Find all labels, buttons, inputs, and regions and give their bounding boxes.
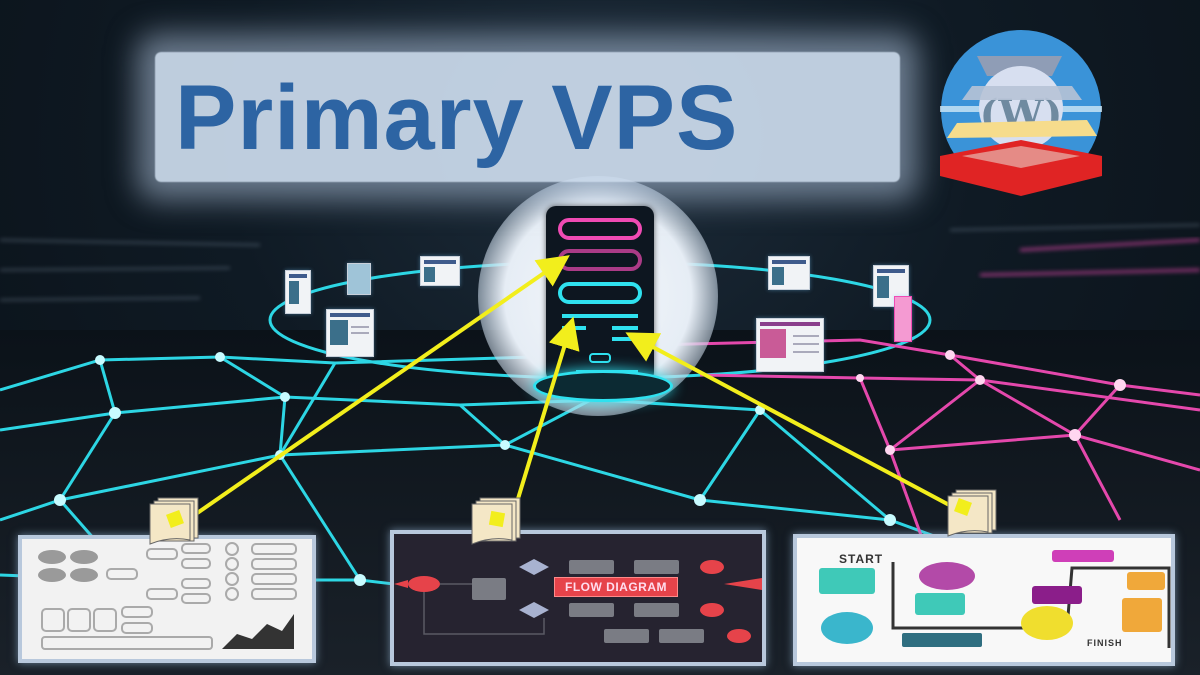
page-title: Primary VPS bbox=[175, 67, 739, 169]
flow-diagram-label: FLOW DIAGRAM bbox=[554, 577, 678, 597]
start-label: START bbox=[839, 552, 884, 566]
server-pedestal bbox=[533, 370, 673, 402]
wordpress-layered-stack-icon: (W) bbox=[940, 30, 1102, 196]
finish-label: FINISH bbox=[1087, 638, 1123, 648]
floating-webpage-card bbox=[285, 270, 311, 314]
floating-webpage-card bbox=[894, 296, 912, 342]
floating-webpage-card bbox=[326, 309, 374, 357]
floating-webpage-card bbox=[756, 318, 824, 372]
server-rack-icon bbox=[546, 206, 654, 382]
title-backdrop bbox=[155, 52, 900, 182]
floating-webpage-card bbox=[768, 256, 810, 290]
floating-webpage-card bbox=[873, 265, 909, 307]
document-stack-icon bbox=[471, 497, 521, 545]
document-stack-icon bbox=[947, 489, 997, 537]
infographic-panel bbox=[18, 535, 316, 663]
floating-webpage-card bbox=[347, 263, 371, 295]
document-stack-icon bbox=[149, 497, 199, 545]
floating-webpage-card bbox=[420, 256, 460, 286]
flow-diagram-panel: FLOW DIAGRAM bbox=[390, 530, 766, 666]
process-map-panel: START FINISH bbox=[793, 534, 1175, 666]
